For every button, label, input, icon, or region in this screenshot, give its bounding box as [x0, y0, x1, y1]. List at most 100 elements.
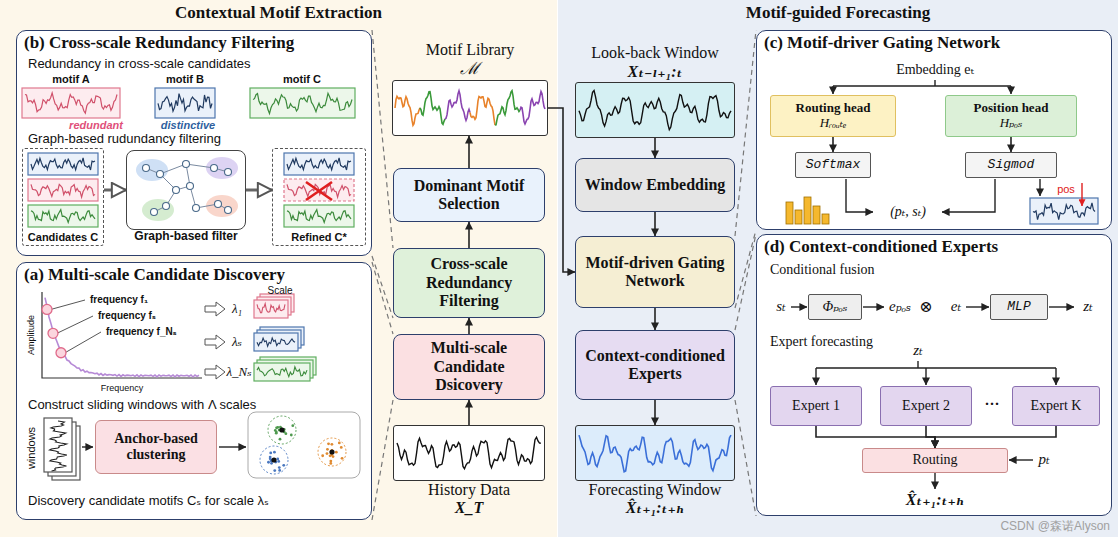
cluster-anchor — [271, 457, 276, 462]
flow-arrow — [1010, 137, 1012, 152]
flow-arrow — [654, 212, 656, 236]
annotation: λₛ — [232, 335, 242, 350]
text-group: Context-conditioned Experts — [576, 331, 734, 399]
peak-marker — [56, 348, 66, 358]
function-box: MLP — [990, 294, 1048, 320]
probability-bar — [786, 202, 793, 224]
probability-bar — [795, 210, 802, 224]
zoom-callout-line — [735, 234, 756, 330]
text-group: Softmax — [796, 153, 870, 177]
cluster-point — [279, 438, 282, 441]
text-group: Expert 1 — [771, 387, 861, 425]
waveform — [1033, 203, 1095, 220]
annotation: Redundancy in cross-scale candidates — [28, 57, 251, 72]
cluster-blob — [206, 195, 238, 217]
waveform — [158, 94, 212, 112]
cluster-point — [332, 455, 335, 458]
annotation: pₜ — [1038, 451, 1049, 468]
zoom-callout-line — [372, 262, 393, 334]
text-group: Dominant Motif Selection — [394, 169, 544, 221]
layout-arrow — [219, 446, 246, 447]
text-group: Motif-driven Gating Network — [576, 237, 734, 307]
lookback-window: Look-back WindowXₜ₋ₗ₊₁:ₜ — [575, 82, 735, 138]
waveform — [31, 210, 95, 223]
layout-arrow — [791, 306, 807, 307]
node-label: Motif-driven Gating Network — [580, 254, 730, 291]
layout-arrow — [934, 473, 935, 489]
cluster-point — [278, 469, 281, 472]
waveform — [397, 437, 541, 469]
connector-group — [469, 222, 470, 248]
annotation: Amplitude — [26, 315, 36, 355]
layout-arrow — [925, 368, 926, 385]
box-fill — [16, 262, 372, 520]
annotation: motif B — [166, 73, 204, 86]
connector-group — [246, 190, 272, 191]
node-label: Expert K — [1031, 398, 1082, 414]
layout-arrow — [1081, 183, 1082, 206]
remove-mark — [306, 182, 332, 200]
box-fill — [756, 30, 1112, 230]
cluster-point — [267, 461, 270, 464]
zoom-callout-line — [735, 30, 756, 236]
cluster-point — [273, 451, 276, 454]
cluster-anchor — [279, 427, 284, 432]
motif-frame — [284, 205, 354, 227]
node-label: Window Embedding — [585, 176, 726, 194]
waveform — [420, 92, 445, 125]
motif-frame — [28, 205, 98, 227]
motif-frame — [28, 153, 98, 175]
process-box: Anchor-based clustering — [95, 420, 217, 474]
waveform — [470, 96, 495, 125]
text-group: Motif-guided Forecasting — [558, 3, 1118, 23]
detail-panel: (a) Multi-scale Candidate DiscoveryAncho… — [16, 262, 372, 520]
flow-arrow — [468, 136, 470, 168]
function-box: Sigmod — [965, 152, 1057, 178]
flow-arrow — [832, 137, 834, 152]
connector-group — [735, 30, 756, 308]
annotation: windows — [25, 427, 38, 469]
process-box: Multi-scale Candidate Dsicovery — [393, 334, 545, 400]
motif-frame — [284, 153, 354, 175]
zoom-callout-line — [372, 30, 393, 248]
motif-frame — [155, 88, 215, 118]
waveform — [579, 435, 731, 472]
motif-frame — [1030, 198, 1098, 224]
candidate-set: Candidates C — [22, 148, 104, 246]
head-box: Position headHₚₒₛ — [945, 95, 1077, 137]
connector-group — [548, 108, 575, 272]
node-label: Expert 1 — [792, 398, 840, 414]
peak-marker — [42, 304, 52, 314]
annotation: X̂ₜ₊₁:ₜ₊ₕ — [906, 491, 965, 509]
waveform — [520, 91, 545, 123]
waveform — [287, 210, 351, 223]
node-label: Softmax — [806, 158, 861, 173]
layout-arrow — [1009, 459, 1033, 460]
annotation: Conditional fusion — [770, 262, 875, 278]
text-group: Candidates C — [23, 231, 103, 244]
annotation: distinctive — [161, 119, 215, 132]
spectrum-curve — [45, 298, 199, 377]
node-label: Look-back Window — [591, 44, 718, 62]
process-box: Cross-scale Redundancy Filtering — [393, 248, 545, 318]
text-group: Φₚₒₛ — [809, 295, 861, 319]
graph-vertex — [163, 203, 170, 210]
graph-vertex — [143, 165, 150, 172]
text-group: Expert 2 — [881, 387, 971, 425]
text-group: Expert K — [1013, 387, 1099, 425]
leader-line — [57, 316, 93, 333]
node-label: Candidates C — [23, 231, 103, 244]
process-box: Context-conditioned Experts — [575, 330, 735, 400]
motif-frame — [250, 88, 355, 118]
text-group: Position headHₚₒₛ — [946, 96, 1076, 136]
text-group: (c) Motif-driver Gating Network — [764, 33, 1000, 53]
graph-vertex — [183, 161, 190, 168]
peak-marker — [48, 328, 58, 338]
text-group: Forecasting WindowX̂ₜ₊₁:ₜ₊ₕ — [589, 480, 722, 518]
node-label: Motif Library — [426, 41, 514, 59]
flow-arrow — [104, 189, 126, 192]
annotation: λ_Nₛ — [226, 365, 251, 380]
graph-vertex — [225, 169, 232, 176]
